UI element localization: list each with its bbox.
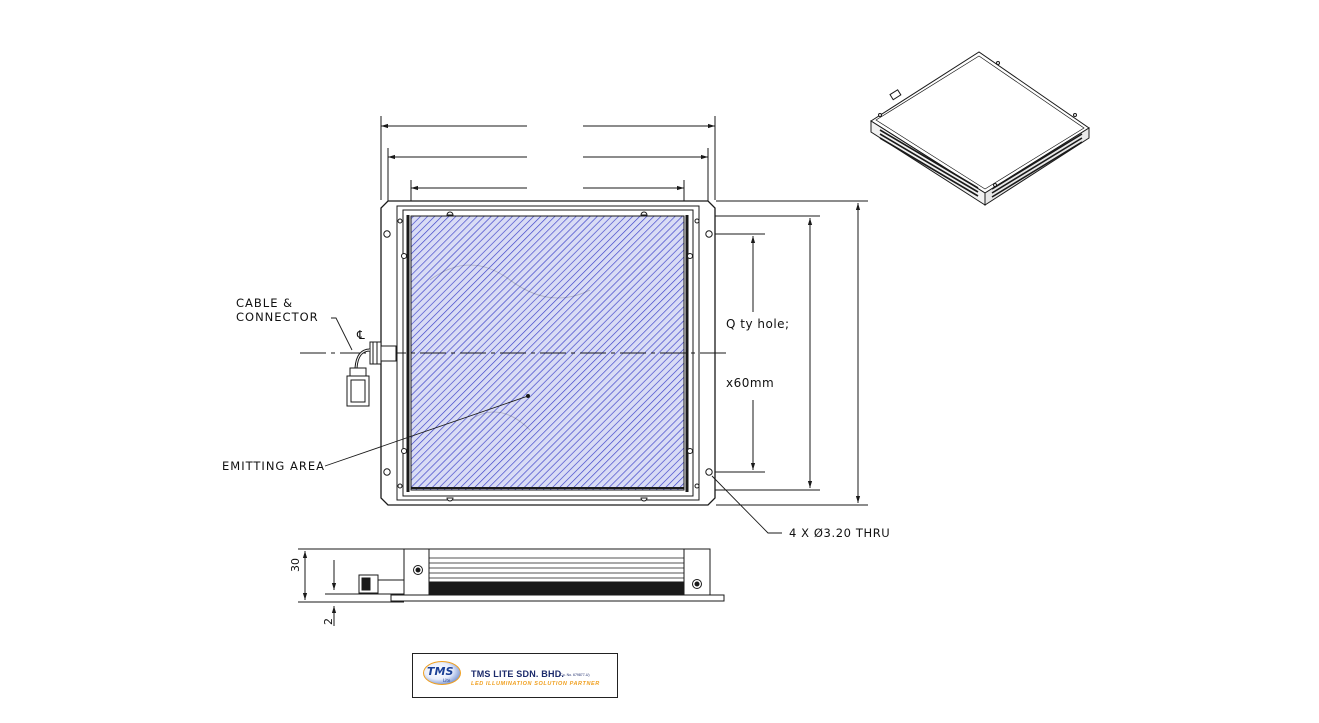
cable-connector-label-line1: CABLE & bbox=[236, 296, 294, 310]
holes-callout-label: 4 X Ø3.20 THRU bbox=[789, 526, 891, 540]
base-dimension-2: 2 bbox=[322, 618, 335, 625]
emitting-area-dot bbox=[526, 394, 530, 398]
cable-connector-graphic bbox=[346, 341, 397, 407]
mounting-holes bbox=[383, 230, 713, 476]
isometric-view bbox=[870, 51, 1090, 206]
company-tagline: LED ILLUMINATION SOLUTION PARTNER bbox=[471, 681, 600, 687]
x60mm-label: x60mm bbox=[726, 376, 775, 390]
panel-side-view bbox=[298, 548, 725, 626]
company-logo-box: TMS Lite TMS LITE SDN. BHD. (Co. No. 679… bbox=[412, 653, 618, 698]
emitting-area-label: EMITTING AREA bbox=[222, 459, 325, 473]
centerline-symbol: ℄ bbox=[357, 328, 365, 342]
cable-connector-label-line2: CONNECTOR bbox=[236, 310, 319, 324]
height-dimension-30: 30 bbox=[289, 558, 302, 572]
qty-hole-label: Q ty hole; bbox=[726, 317, 790, 331]
company-name: TMS LITE SDN. BHD. bbox=[471, 669, 565, 679]
screws bbox=[397, 211, 700, 502]
company-registration: (Co. No. 679877-U) bbox=[559, 673, 590, 677]
tms-logo-mark bbox=[423, 661, 461, 685]
logo-mark-text: TMS bbox=[427, 665, 454, 678]
top-dimension-lines bbox=[380, 116, 716, 214]
logo-mark-subtext: Lite bbox=[443, 678, 451, 683]
leader-lines bbox=[324, 317, 782, 534]
right-dimension-lines bbox=[690, 200, 868, 506]
